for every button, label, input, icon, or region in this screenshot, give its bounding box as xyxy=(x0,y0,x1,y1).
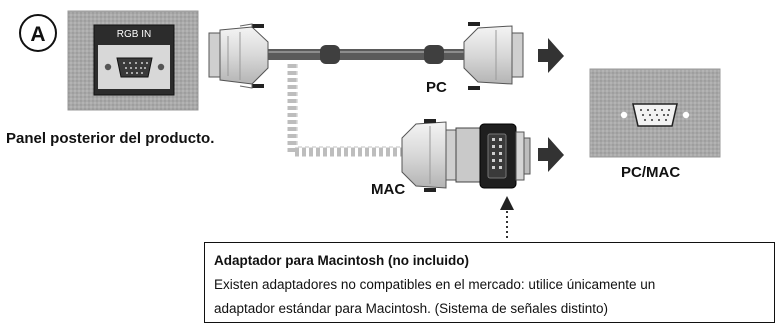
pc-plug xyxy=(463,22,524,90)
mac-cable xyxy=(287,64,402,157)
adapter-note-line-1: Existen adaptadores no compatibles en el… xyxy=(214,277,656,292)
mac-plug xyxy=(401,119,457,192)
mac-label: MAC xyxy=(371,181,406,198)
pc-mac-port xyxy=(640,109,670,121)
rear-panel: RGB IN xyxy=(67,10,199,111)
section-marker-letter: A xyxy=(30,23,45,46)
adapter-note: Adaptador para Macintosh (no incluido) E… xyxy=(204,242,775,323)
pc-arrow xyxy=(538,38,564,73)
mac-adapter xyxy=(455,123,531,189)
pc-label: PC xyxy=(426,79,447,96)
adapter-note-line-2: adaptador estándar para Macintosh. (Sist… xyxy=(214,301,608,316)
rgb-in-label: RGB IN xyxy=(117,29,151,40)
pc-mac-label: PC/MAC xyxy=(621,164,681,181)
pc-mac-panel xyxy=(589,68,721,158)
section-marker: A xyxy=(19,14,57,52)
adapter-note-title: Adaptador para Macintosh (no incluido) xyxy=(214,253,470,268)
mac-arrow xyxy=(538,137,564,172)
pc-cable xyxy=(266,45,464,64)
adapter-pointer xyxy=(500,196,514,240)
panel-side-plug xyxy=(208,23,269,89)
panel-caption: Panel posterior del producto. xyxy=(6,130,215,147)
rgb-in-port xyxy=(123,62,148,74)
